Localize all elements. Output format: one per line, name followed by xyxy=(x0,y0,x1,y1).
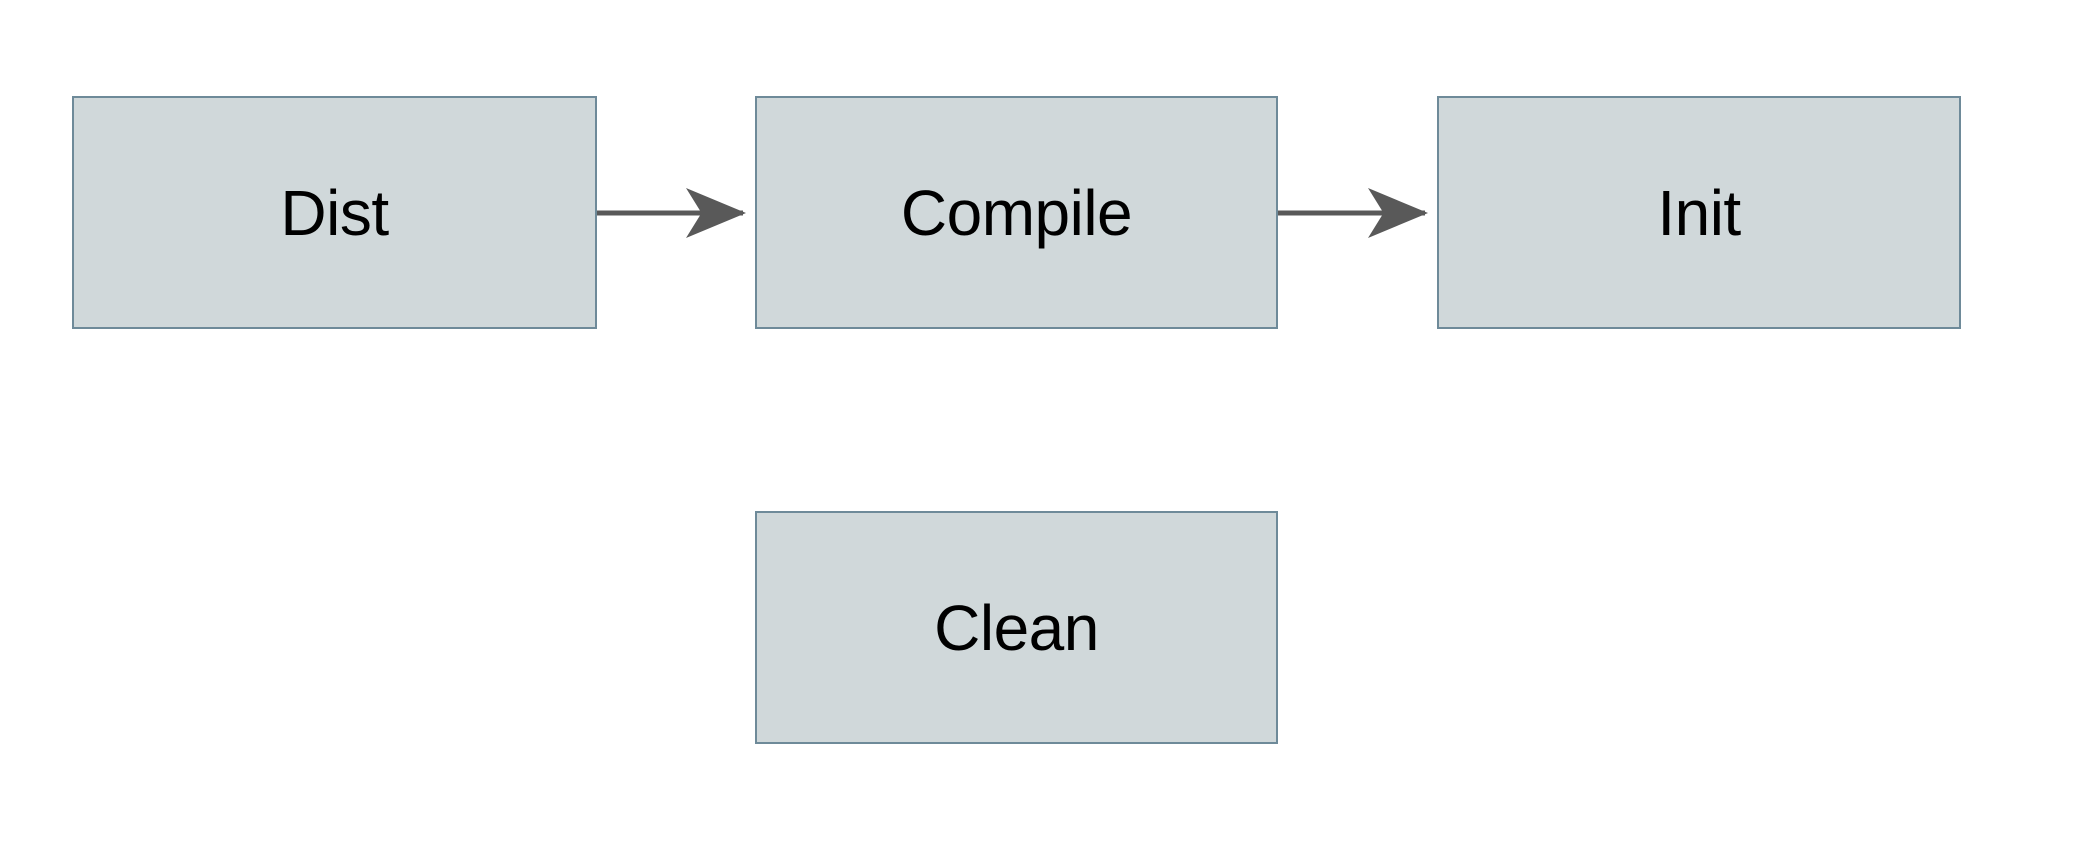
node-init-label: Init xyxy=(1657,176,1741,249)
node-compile-label: Compile xyxy=(900,176,1133,249)
node-compile[interactable]: Compile xyxy=(755,96,1278,329)
node-dist[interactable]: Dist xyxy=(72,96,597,329)
node-dist-label: Dist xyxy=(280,176,389,249)
node-clean-label: Clean xyxy=(934,591,1099,664)
node-init[interactable]: Init xyxy=(1437,96,1961,329)
node-clean[interactable]: Clean xyxy=(755,511,1278,744)
